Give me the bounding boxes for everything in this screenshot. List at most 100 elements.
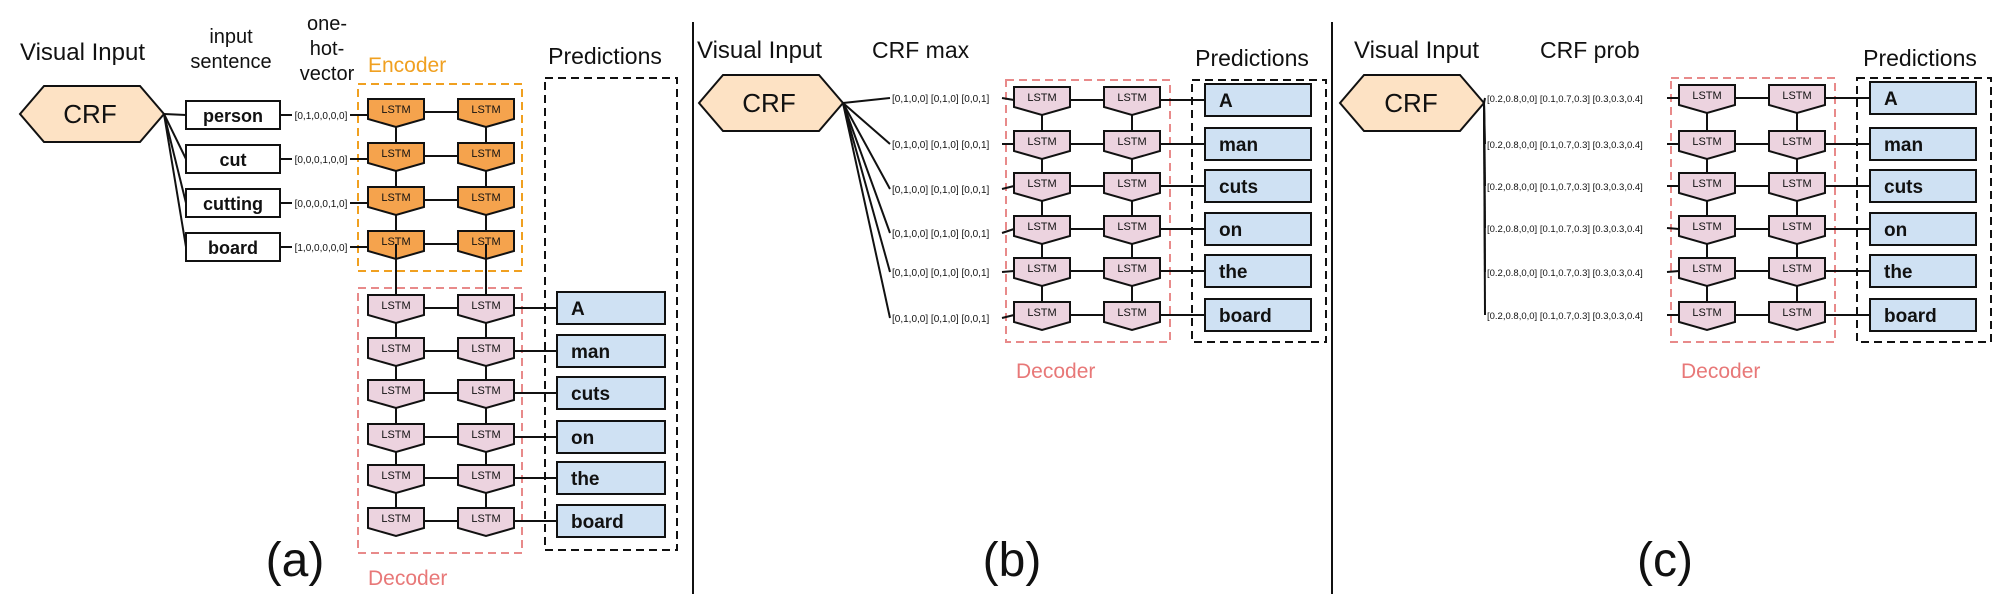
b-rows-prediction-3 — [1204, 212, 1312, 246]
one-hot-vector: [0,0,0,1,0,0] — [295, 155, 348, 166]
c-rows-lstm-5-2-label: LSTM — [1782, 307, 1811, 319]
crf-link-a-2 — [163, 113, 187, 204]
prediction-a-0 — [556, 291, 666, 325]
crf-vector: [0.2,0.8,0,0] [0.1,0.7,0.3] [0.3,0.3,0.4… — [1487, 182, 1643, 193]
decoder-lstm-2-2-label: LSTM — [471, 385, 500, 397]
crf-vector: [0,1,0,0] [0,1,0] [0,0,1] — [892, 140, 990, 151]
b-rows-prediction-2-text: cuts — [1219, 177, 1258, 198]
b-rows-lstm-2-2-label: LSTM — [1117, 178, 1146, 190]
encoder-lstm-0-1 — [367, 98, 425, 129]
c-rows-lstm-1-2-label: LSTM — [1782, 136, 1811, 148]
c-rows-lstm-1-1-label: LSTM — [1692, 136, 1721, 148]
decoder-lstm-4-2 — [457, 464, 515, 495]
b-rows-lstm-4-1-label: LSTM — [1027, 263, 1056, 275]
b-rows-crf-link — [842, 102, 891, 234]
c-rows-lstm-4-1-label: LSTM — [1692, 263, 1721, 275]
b-rows-lstm-5-1 — [1013, 301, 1071, 332]
decoder-lstm-5-1 — [367, 507, 425, 538]
b-rows-lstm-5-2-label: LSTM — [1117, 307, 1146, 319]
b-rows-lstm-3-2 — [1103, 215, 1161, 246]
b-rows-crf-link — [842, 102, 891, 319]
one-hot-label-line2: hot- — [310, 38, 344, 60]
c-rows-lstm-3-1 — [1678, 215, 1736, 246]
predictions-region-c — [1856, 77, 1992, 343]
b-rows-lstm-4-2-label: LSTM — [1117, 263, 1146, 275]
c-rows-lstm-5-1-label: LSTM — [1692, 307, 1721, 319]
encoder-lstm-1-2-label: LSTM — [471, 148, 500, 160]
b-rows-prediction-2 — [1204, 169, 1312, 203]
crf-vector: [0.2,0.8,0,0] [0.1,0.7,0.3] [0.3,0.3,0.4… — [1487, 94, 1643, 105]
prediction-a-4-text: the — [571, 469, 600, 490]
one-hot-label-line1: one- — [307, 13, 347, 35]
crf-vector: [0.2,0.8,0,0] [0.1,0.7,0.3] [0.3,0.3,0.4… — [1487, 311, 1643, 322]
b-rows-prediction-0-text: A — [1219, 91, 1233, 112]
encoder-lstm-2-1 — [367, 186, 425, 217]
c-rows-lstm-0-2-label: LSTM — [1782, 90, 1811, 102]
encoder-lstm-1-2 — [457, 142, 515, 173]
one-hot-vector: [0,0,0,0,1,0] — [295, 199, 348, 210]
b-rows-prediction-1 — [1204, 127, 1312, 161]
prediction-a-5 — [556, 504, 666, 538]
b-rows-crf-link — [842, 102, 891, 145]
c-rows-prediction-3 — [1869, 212, 1977, 246]
b-rows-prediction-4 — [1204, 254, 1312, 288]
c-rows-lstm-5-1 — [1678, 301, 1736, 332]
visual-input-label-b: Visual Input — [697, 37, 822, 64]
b-rows-lstm-4-1 — [1013, 257, 1071, 288]
c-rows-lstm-0-1 — [1678, 84, 1736, 115]
input-word: cutting — [203, 194, 263, 214]
b-rows-lstm-2-1 — [1013, 172, 1071, 203]
b-rows-prediction-4-text: the — [1219, 262, 1248, 283]
decoder-region-b — [1005, 79, 1171, 343]
b-rows-lstm-5-1-label: LSTM — [1027, 307, 1056, 319]
c-rows-crf-link — [1483, 102, 1486, 316]
input-sentence-label-line1: input — [209, 26, 253, 48]
c-rows-lstm-0-1-label: LSTM — [1692, 90, 1721, 102]
b-rows-prediction-5-text: board — [1219, 306, 1272, 327]
encoder-lstm-1-1 — [367, 142, 425, 173]
decoder-lstm-3-1-label: LSTM — [381, 429, 410, 441]
prediction-a-3-text: on — [571, 428, 594, 449]
c-rows-prediction-2 — [1869, 169, 1977, 203]
encoder-region — [357, 83, 523, 272]
c-rows-prediction-4-text: the — [1884, 262, 1913, 283]
c-rows-prediction-0-text: A — [1884, 89, 1898, 110]
decoder-lstm-4-1 — [367, 464, 425, 495]
crf-vector: [0.2,0.8,0,0] [0.1,0.7,0.3] [0.3,0.3,0.4… — [1487, 140, 1643, 151]
b-rows-lstm-0-1-label: LSTM — [1027, 92, 1056, 104]
decoder-region-a — [357, 287, 523, 554]
decoder-lstm-1-2 — [457, 337, 515, 368]
crf-vector: [0.2,0.8,0,0] [0.1,0.7,0.3] [0.3,0.3,0.4… — [1487, 224, 1643, 235]
crf-label-c: CRF — [1384, 88, 1437, 118]
b-rows-lstm-5-2 — [1103, 301, 1161, 332]
decoder-lstm-2-1-label: LSTM — [381, 385, 410, 397]
encoder-label: Encoder — [368, 54, 446, 77]
crf-vector: [0,1,0,0] [0,1,0] [0,0,1] — [892, 229, 990, 240]
encoder-lstm-3-2-label: LSTM — [471, 236, 500, 248]
prediction-a-1-text: man — [571, 342, 610, 363]
c-rows-lstm-2-1 — [1678, 172, 1736, 203]
prediction-a-2-text: cuts — [571, 384, 610, 405]
encoder-lstm-2-1-label: LSTM — [381, 192, 410, 204]
crf-vector: [0,1,0,0] [0,1,0] [0,0,1] — [892, 94, 990, 105]
one-hot-vector: [1,0,0,0,0,0] — [295, 243, 348, 254]
prediction-a-0-text: A — [571, 299, 585, 320]
decoder-lstm-2-2 — [457, 379, 515, 410]
b-rows-vec-lstm-link — [1001, 97, 1015, 101]
decoder-lstm-1-2-label: LSTM — [471, 343, 500, 355]
b-rows-lstm-3-1-label: LSTM — [1027, 221, 1056, 233]
decoder-lstm-0-2-label: LSTM — [471, 300, 500, 312]
b-rows-lstm-2-1-label: LSTM — [1027, 178, 1056, 190]
encoder-lstm-0-1-label: LSTM — [381, 104, 410, 116]
c-rows-lstm-5-2 — [1768, 301, 1826, 332]
crf-prob-title: CRF prob — [1540, 37, 1640, 63]
prediction-a-5-text: board — [571, 512, 624, 533]
decoder-lstm-5-1-label: LSTM — [381, 513, 410, 525]
c-rows-prediction-1-text: man — [1884, 135, 1923, 156]
encoder-lstm-0-2-label: LSTM — [471, 104, 500, 116]
c-rows-lstm-2-2 — [1768, 172, 1826, 203]
b-rows-vec-lstm-link — [1001, 228, 1015, 234]
c-rows-lstm-3-2 — [1768, 215, 1826, 246]
b-rows-lstm-1-1 — [1013, 130, 1071, 161]
c-rows-prediction-4 — [1869, 254, 1977, 288]
